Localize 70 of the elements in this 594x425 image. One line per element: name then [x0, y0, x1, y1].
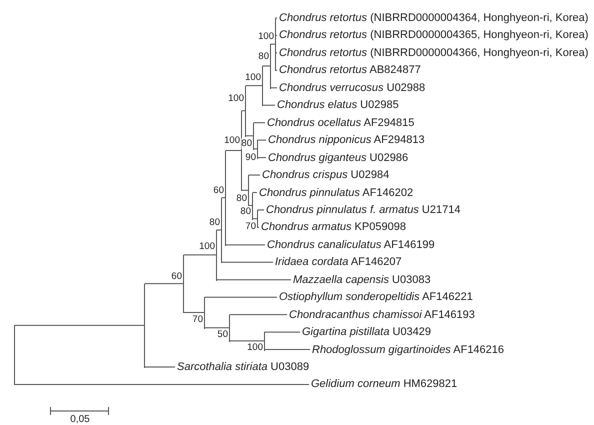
bootstrap-value: 50 — [217, 329, 228, 340]
tree-branch — [144, 366, 176, 368]
taxon-label: Sarcothalia stiriata U03089 — [175, 360, 310, 374]
bootstrap-value: 100 — [245, 72, 261, 84]
taxon-label: Rhodoglossum gigartinoides AF146216 — [310, 342, 504, 357]
bootstrap-value: 60 — [213, 185, 224, 196]
bootstrap-value: 90 — [245, 152, 256, 164]
bootstrap-value: 80 — [236, 192, 247, 204]
taxon-label: Gigartina pistillata U03429 — [300, 325, 432, 340]
tree-branch — [245, 85, 262, 86]
taxon-label: Chondrus pinnulatus AF146202 — [257, 186, 414, 200]
tree-branch — [257, 209, 264, 210]
bootstrap-value: 70 — [245, 221, 256, 232]
tree-branch — [262, 104, 276, 106]
tree-branch — [144, 283, 184, 284]
taxon-label: Chondrus nipponicus AF294813 — [266, 133, 425, 148]
taxon-label: Iridaea cordata AF146207 — [273, 255, 402, 270]
bootstrap-value: 80 — [258, 51, 269, 62]
tree-branch — [221, 197, 226, 198]
taxon-label: Chondrus retortus AB824877 — [277, 63, 421, 78]
bootstrap-value: 60 — [171, 271, 182, 282]
tree-branch — [270, 44, 276, 45]
tree-branch — [252, 192, 258, 193]
tree-branch — [253, 122, 266, 124]
taxon-label: Chondrus ocellatus AF294815 — [265, 116, 414, 130]
taxon-label: Chondrus verrucosus U02988 — [277, 80, 426, 95]
tree-branch — [14, 384, 310, 385]
bootstrap-value: 100 — [228, 93, 244, 104]
tree-branch — [225, 150, 242, 151]
bootstrap-value: 100 — [199, 241, 215, 252]
bootstrap-value: 100 — [224, 135, 240, 146]
tree-branch — [204, 327, 230, 328]
bootstrap-value: 80 — [240, 206, 251, 218]
taxon-label: Ostiophyllum sonderopeltidis AF146221 — [277, 290, 473, 304]
tree-branch — [264, 332, 300, 333]
taxon-label: Chondrus canaliculatus AF146199 — [265, 238, 435, 252]
tree-branch — [248, 174, 260, 176]
taxon-label: Chondrus retortus (NIBRRD0000004366, Honghyeon-ri, Korea) — [277, 46, 588, 60]
taxon-label: Chondrus crispus U02984 — [260, 168, 390, 182]
tree-branch — [216, 279, 292, 280]
bootstrap-value: 100 — [247, 342, 263, 354]
tree-branch — [204, 296, 278, 298]
tree-branch — [14, 324, 144, 326]
tree-branch — [270, 87, 278, 88]
tree-branch — [264, 349, 310, 350]
tree-branch — [183, 254, 216, 256]
tree-branch — [257, 140, 266, 141]
bootstrap-value: 80 — [209, 217, 220, 228]
scale-label: 0,05 — [70, 414, 90, 425]
tree-branch — [225, 244, 266, 246]
taxon-label: Chondrus retortus (NIBRRD0000004365, Honghyeon-ri, Korea) — [277, 28, 588, 42]
tree-branch — [229, 340, 264, 342]
taxon-label: Gelidium corneum HM629821 — [309, 377, 458, 392]
bootstrap-value: 100 — [258, 30, 274, 42]
tree-branch — [241, 110, 246, 112]
taxon-label: Chondrus elatus U02985 — [275, 98, 399, 112]
tree-branch — [241, 190, 248, 191]
tree-branch — [183, 312, 204, 313]
tree-branch — [229, 314, 288, 316]
taxon-label: Chondrus armatus KP059098 — [259, 220, 406, 234]
taxon-label: Chondrus giganteus U02986 — [266, 150, 408, 165]
taxon-label: Chondracanthus chamissoi AF146193 — [287, 308, 475, 322]
tree-branch — [221, 262, 274, 263]
taxon-label: Chondrus retortus (NIBRRD0000004364, Honghyeon-ri, Korea) — [277, 11, 588, 25]
taxon-label: Mazzaella capensis U03083 — [291, 272, 431, 287]
bootstrap-value: 70 — [192, 314, 203, 325]
taxon-label: Chondrus pinnulatus f. armatus U21714 — [264, 202, 460, 217]
tree-branch — [245, 135, 254, 136]
tree-branch — [257, 157, 266, 158]
bootstrap-value: 80 — [241, 138, 252, 150]
